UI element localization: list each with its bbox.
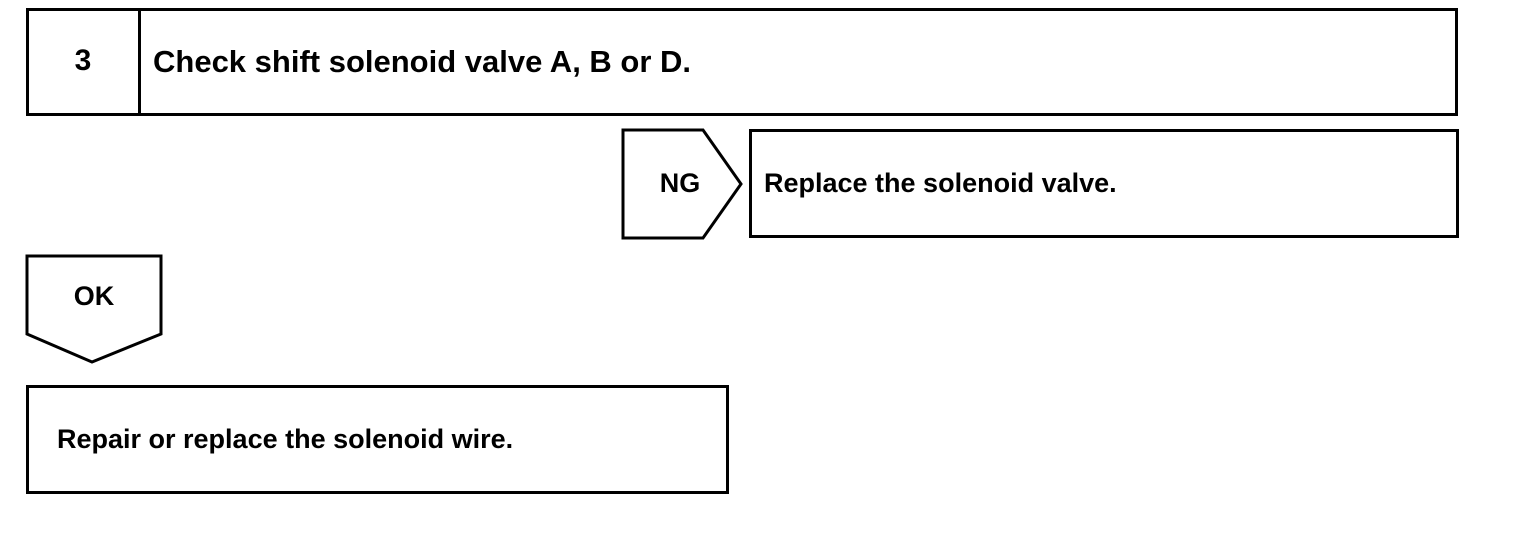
ok-result-box [26, 385, 729, 494]
step-divider [138, 8, 141, 116]
ok-label: OK [73, 281, 115, 311]
ok-result-text: Repair or replace the solenoid wire. [57, 424, 514, 454]
ng-result-text: Replace the solenoid valve. [764, 168, 1117, 198]
ng-arrow-outline [621, 128, 743, 240]
step-number: 3 [74, 44, 92, 77]
step-title: Check shift solenoid valve A, B or D. [153, 44, 692, 79]
ng-result-box [749, 129, 1459, 238]
ok-arrow-outline [25, 254, 163, 364]
ng-label: NG [659, 168, 701, 198]
step-box [26, 8, 1458, 116]
